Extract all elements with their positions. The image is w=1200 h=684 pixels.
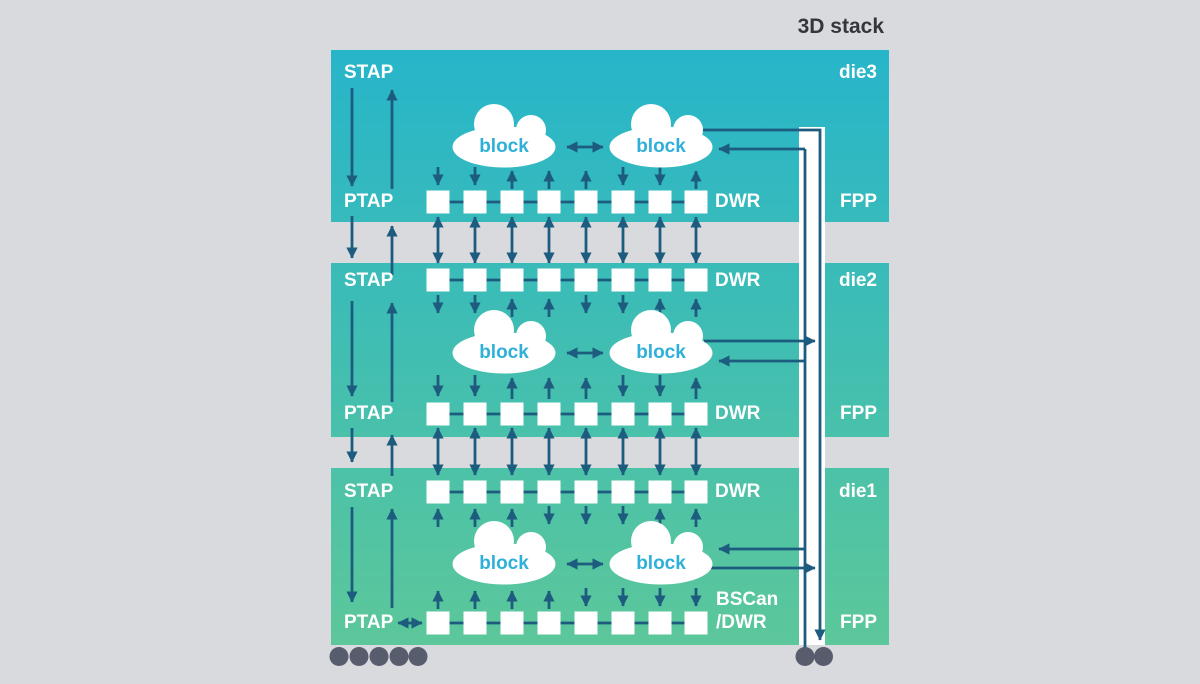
die2-block-label: block (636, 342, 686, 363)
die2-cloud-bottomrow-arrows (432, 375, 702, 399)
die1-block-label: block (636, 553, 686, 574)
die2-dwr-row-bottom (426, 402, 708, 426)
dwr-cell (648, 402, 672, 426)
dwr-cell (684, 611, 708, 635)
fpp-pads (795, 647, 833, 666)
dwr-cell (537, 611, 561, 635)
die1-block-label: block (479, 553, 529, 574)
dwr-cell (611, 268, 635, 292)
die3-dwr-row (426, 190, 708, 214)
block-cloud (609, 521, 713, 585)
dwr-cell (463, 268, 487, 292)
pad-bump (408, 647, 428, 666)
die1-dwr-row-top (426, 480, 708, 504)
dwr-cell (426, 190, 450, 214)
ptap-pads (329, 647, 428, 666)
dwr-cell (537, 190, 561, 214)
dwr-cell (648, 611, 672, 635)
dwr-cell (574, 480, 598, 504)
dwr-cell (500, 190, 524, 214)
die3-stap-label: STAP (344, 62, 394, 83)
die3-dwr-label: DWR (715, 191, 761, 212)
block-to-block-arrows (566, 141, 604, 570)
die2-dwr-row-top (426, 268, 708, 292)
block-cloud (452, 310, 556, 374)
dwr-cell (500, 402, 524, 426)
die1-cloud-bottomrow-arrows (432, 588, 702, 609)
die3-ptap-label: PTAP (344, 191, 394, 212)
dwr-cell (574, 611, 598, 635)
dwr-cell (648, 268, 672, 292)
die2-toprow-cloud-arrows (432, 295, 702, 317)
block-cloud (609, 310, 713, 374)
dwr-cell (684, 190, 708, 214)
dwr-cell (426, 402, 450, 426)
die1-name-label: die1 (838, 481, 877, 502)
dwr-cell (537, 402, 561, 426)
dwr-cell (574, 268, 598, 292)
die1-stap-label: STAP (344, 481, 394, 502)
dwr-cell (537, 268, 561, 292)
pad-bump (795, 647, 815, 666)
dwr-cell (426, 268, 450, 292)
die1-bscan-label-line2: /DWR (716, 612, 767, 633)
pad-bump (389, 647, 409, 666)
die3-name-label: die3 (838, 62, 877, 83)
block-cloud (452, 104, 556, 168)
die3-fpp-label: FPP (840, 191, 877, 212)
pad-bump (814, 647, 833, 666)
die2-fpp-label: FPP (840, 403, 877, 424)
dwr-cell (463, 480, 487, 504)
die1-band (331, 468, 889, 645)
die3-band (331, 50, 889, 222)
die3-block-label: block (636, 136, 686, 157)
die1-bscan-dwr-row (426, 611, 708, 635)
die1-fpp-label: FPP (840, 612, 877, 633)
die2-name-label: die2 (838, 270, 877, 291)
pad-bump (369, 647, 389, 666)
dwr-cell (463, 402, 487, 426)
dwr-cell (426, 480, 450, 504)
dwr-cell (611, 190, 635, 214)
dwr-cell (500, 611, 524, 635)
pad-bump (329, 647, 349, 666)
dwr-cell (500, 480, 524, 504)
dwr-cell (611, 480, 635, 504)
die2-ptap-label: PTAP (344, 403, 394, 424)
die2-stap-label: STAP (344, 270, 394, 291)
die3-block-label: block (479, 136, 529, 157)
die2-band (331, 263, 889, 437)
die3-cloud-dwr-arrows (432, 167, 702, 189)
block-cloud (609, 104, 713, 168)
die2-dwr-top-label: DWR (715, 270, 761, 291)
tap-chain-arrows (346, 88, 398, 608)
tsv-arrows-die2-die1 (432, 427, 702, 476)
dwr-cell (463, 611, 487, 635)
dwr-cell (648, 190, 672, 214)
block-cloud (452, 521, 556, 585)
die1-bscan-label-line1: BSCan (716, 589, 779, 610)
tsv-arrows-die3-die2 (432, 216, 702, 264)
die1-dwr-top-label: DWR (715, 481, 761, 502)
fpp-down-trunk (702, 128, 826, 641)
dwr-cell (684, 480, 708, 504)
diagram-title: 3D stack (797, 15, 884, 38)
dwr-cell (574, 402, 598, 426)
dwr-cell (463, 190, 487, 214)
dwr-cell (684, 268, 708, 292)
dwr-cell (574, 190, 598, 214)
dwr-cell (537, 480, 561, 504)
pad-bump (349, 647, 369, 666)
die2-dwr-bottom-label: DWR (715, 403, 761, 424)
die2-block-label: block (479, 342, 529, 363)
dwr-cell (611, 402, 635, 426)
dwr-cell (611, 611, 635, 635)
dwr-cell (426, 611, 450, 635)
dwr-cell (648, 480, 672, 504)
dwr-cell (684, 402, 708, 426)
dwr-cell (500, 268, 524, 292)
fpp-trunk-lines (702, 128, 826, 648)
die1-ptap-label: PTAP (344, 612, 394, 633)
